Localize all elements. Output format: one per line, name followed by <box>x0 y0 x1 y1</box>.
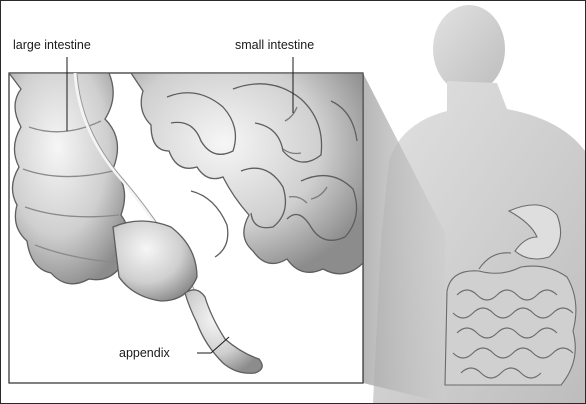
label-small-intestine: small intestine <box>235 38 314 52</box>
label-large-intestine: large intestine <box>13 38 91 52</box>
label-appendix: appendix <box>119 346 170 360</box>
